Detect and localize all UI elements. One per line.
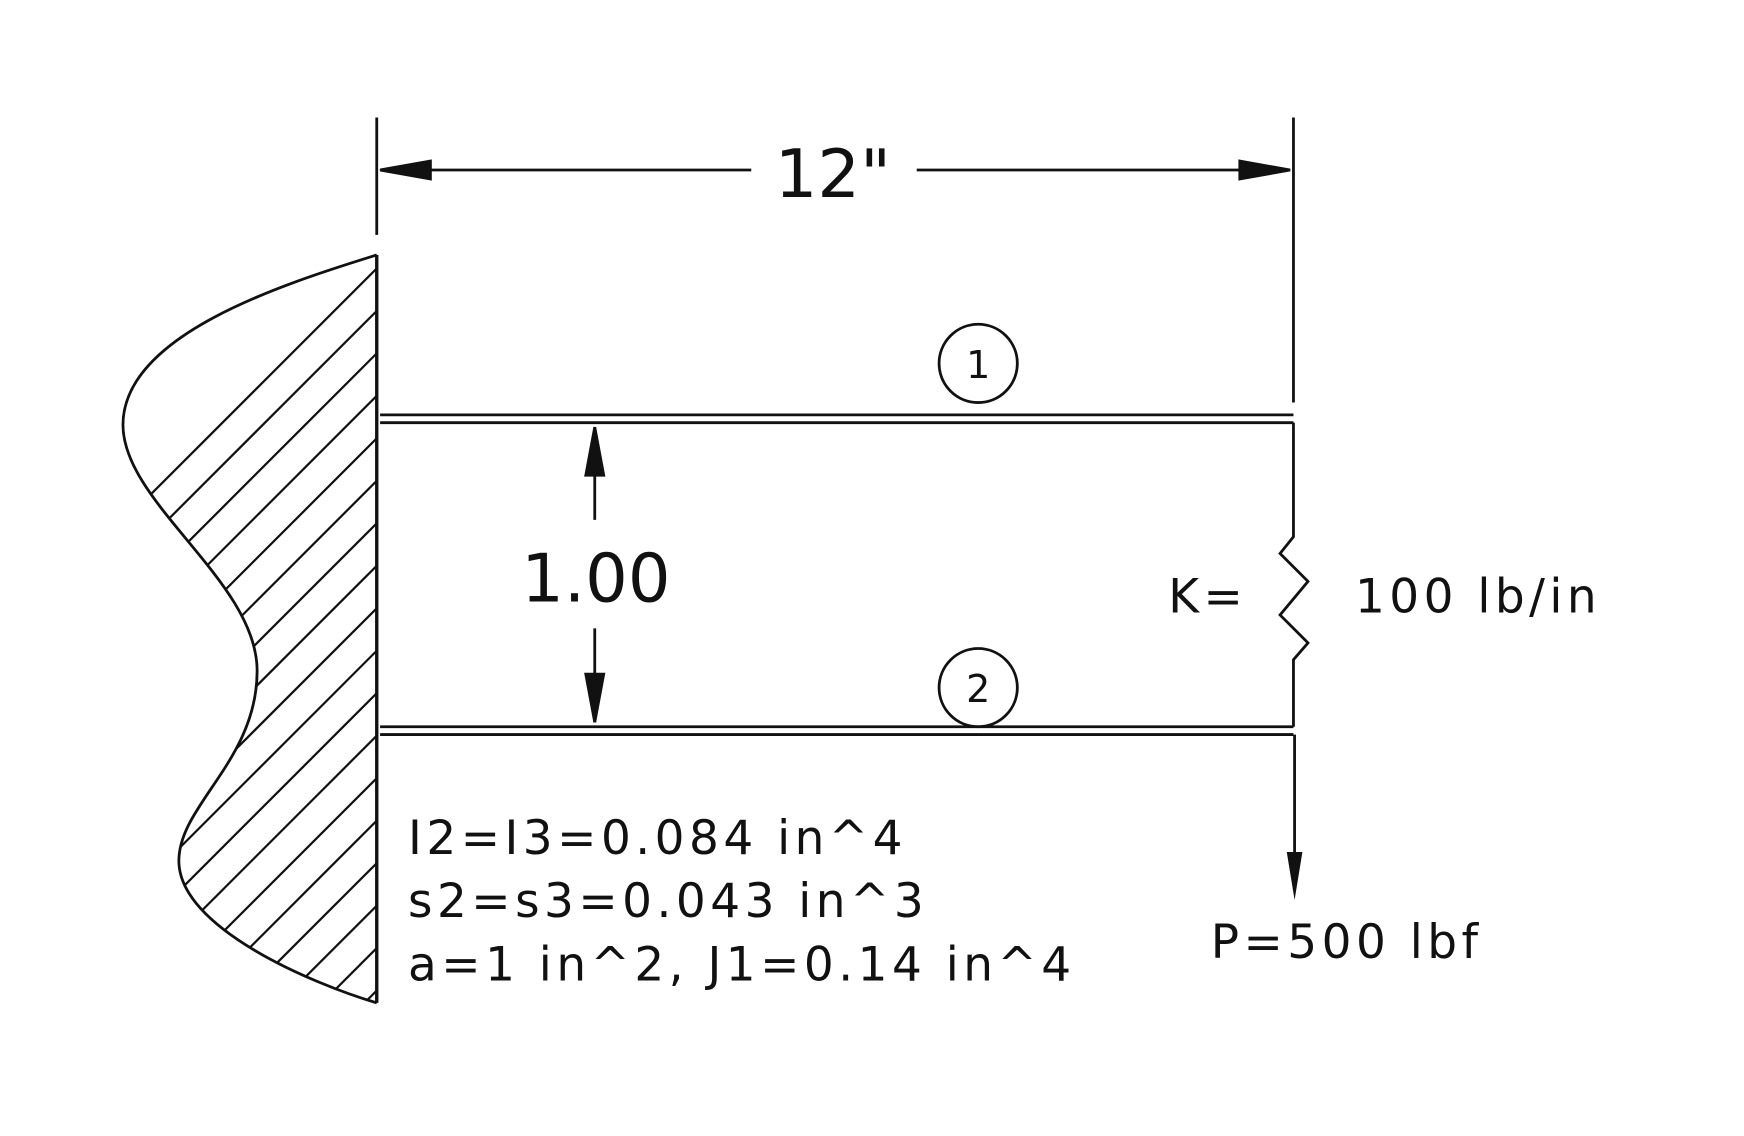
hatch-line: [122, 352, 377, 614]
property-area-torsion: a=1 in^2, J1=0.14 in^4: [408, 938, 1076, 993]
beam-1: [380, 413, 1294, 425]
hatch-line: [278, 904, 377, 1003]
spring-label: K=: [1168, 570, 1247, 625]
spring-value: 100 lb/in: [1355, 570, 1601, 625]
hatch-line: [122, 522, 377, 784]
hatch-line: [122, 437, 377, 699]
hatch-line: [122, 692, 377, 954]
hatch-line: [122, 310, 377, 572]
member-2-marker: [937, 647, 1019, 729]
beam-2: [380, 725, 1294, 736]
member-1-number: 1: [966, 343, 990, 387]
property-inertia: I2=I3=0.084 in^4: [408, 811, 907, 866]
load-arrow: [1286, 734, 1303, 901]
hatch-line: [236, 862, 377, 1003]
fixed-wall-support: [121, 253, 379, 1005]
spacing-label: 1.00: [521, 540, 670, 618]
load-label: P=500 lbf: [1211, 915, 1483, 970]
member-1-marker: [937, 322, 1019, 404]
hatch-line: [122, 267, 377, 529]
hatch-line: [122, 734, 377, 996]
property-section-modulus: s2=s3=0.043 in^3: [408, 874, 928, 929]
hatch-line: [122, 395, 377, 656]
spring-icon: [1278, 422, 1310, 727]
length-label: 12": [775, 135, 891, 213]
length-dimension: [375, 117, 1295, 403]
hatch-line: [122, 607, 377, 869]
member-2-number: 2: [966, 667, 990, 711]
hatch-line: [122, 649, 377, 911]
spacing-dimension: [584, 426, 606, 723]
hatch-line: [122, 480, 377, 741]
hatch-line: [122, 564, 377, 826]
